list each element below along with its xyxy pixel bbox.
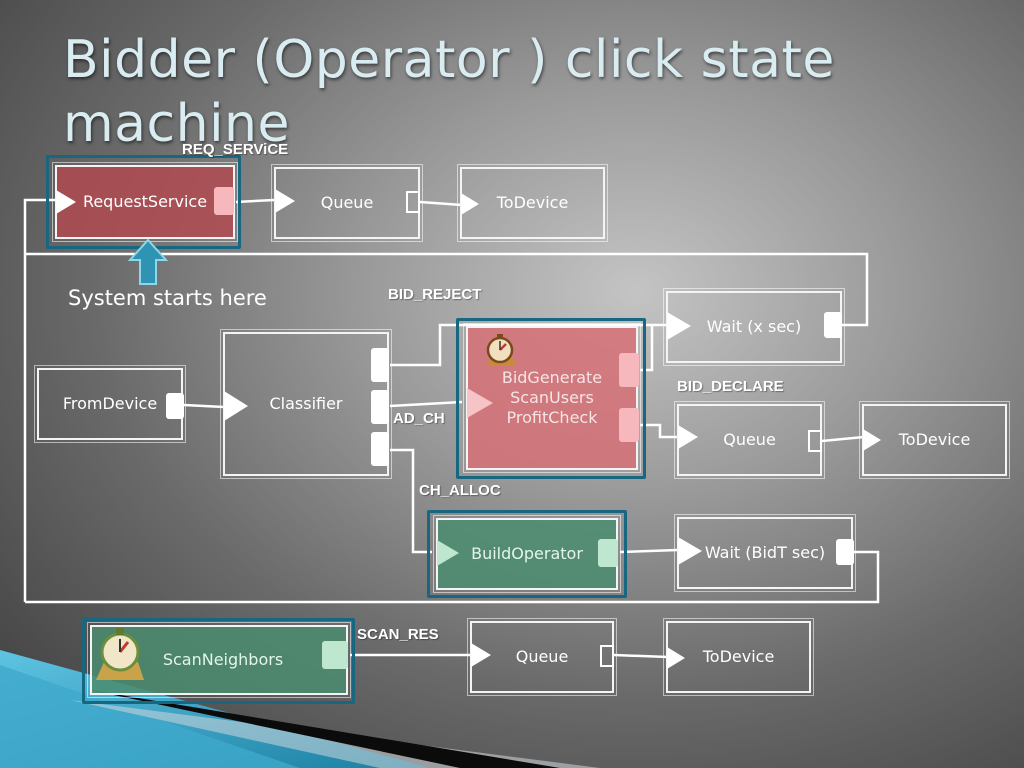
input-port — [461, 193, 479, 215]
node-queue-3: Queue — [467, 618, 617, 696]
stopwatch-icon — [486, 334, 516, 366]
node-from-device: FromDevice — [34, 365, 186, 443]
label-ad-ch: AD_CH — [393, 410, 445, 427]
output-port-declare — [619, 408, 639, 442]
node-label-line-2: ScanUsers — [510, 388, 594, 407]
input-port — [678, 537, 702, 565]
node-todevice-2: ToDevice — [859, 401, 1010, 479]
node-build-operator: BuildOperator — [433, 515, 621, 593]
node-wait-bidt: Wait (BidT sec) — [674, 514, 856, 592]
output-port — [214, 187, 234, 215]
wire-wait-bidt-return — [25, 550, 880, 604]
wire-queue-to-todevice-3 — [613, 653, 669, 659]
label-bid-reject: BID_REJECT — [388, 286, 482, 303]
node-label: ToDevice — [898, 430, 971, 449]
node-label-line-3: ProfitCheck — [506, 408, 598, 427]
node-label: BuildOperator — [471, 544, 583, 563]
node-queue-1: Queue — [271, 164, 423, 242]
node-label: Wait (BidT sec) — [704, 543, 826, 562]
node-label: ScanNeighbors — [162, 650, 284, 669]
output-port — [598, 539, 618, 567]
node-queue-2: Queue — [674, 401, 825, 479]
input-port — [678, 425, 698, 449]
wire-bid-declare — [640, 423, 678, 439]
input-port — [667, 312, 691, 340]
output-port-declare — [371, 390, 389, 424]
wire-queue-to-todevice-1 — [419, 200, 463, 207]
node-request-service: RequestService — [52, 162, 238, 242]
node-label: ToDevice — [496, 193, 569, 212]
output-port — [836, 539, 854, 565]
label-bid-declare: BID_DECLARE — [677, 378, 784, 395]
input-port — [467, 388, 493, 418]
wire-queue-to-todevice-2 — [821, 435, 865, 443]
wire-request-to-queue — [235, 198, 275, 204]
output-port — [406, 191, 420, 213]
input-port — [437, 540, 459, 566]
label-ch-alloc: CH_ALLOC — [419, 482, 501, 499]
node-label: RequestService — [82, 192, 208, 211]
input-port — [275, 189, 295, 213]
system-start-note: System starts here — [68, 286, 267, 310]
node-todevice-1: ToDevice — [457, 164, 608, 242]
node-wait-x: Wait (x sec) — [663, 288, 845, 366]
up-arrow-icon — [128, 238, 168, 285]
output-port — [808, 430, 822, 452]
node-label: ToDevice — [702, 647, 775, 666]
input-port — [863, 429, 881, 451]
wire-bid-reject — [390, 323, 666, 367]
input-port — [471, 643, 491, 667]
input-port — [56, 190, 76, 214]
node-label: Wait (x sec) — [706, 317, 802, 336]
wire-ad-ch — [389, 400, 463, 408]
node-label: Queue — [515, 647, 569, 666]
node-label: FromDevice — [62, 394, 158, 413]
output-port — [824, 312, 842, 338]
node-label: Queue — [723, 430, 776, 449]
node-label-line-1: BidGenerate — [501, 368, 603, 387]
label-scan-res: SCAN_RES — [357, 626, 439, 643]
highlight-frame-build-operator — [427, 510, 627, 598]
input-port — [224, 391, 248, 421]
output-port-reject — [619, 353, 639, 387]
node-todevice-3: ToDevice — [663, 618, 814, 696]
label-req-service: REQ_SERViCE — [182, 141, 289, 158]
wire-feedback-loop-left — [23, 198, 56, 602]
output-port — [322, 641, 348, 669]
wire-feedback-loop-top — [25, 252, 869, 327]
output-port-reject — [371, 348, 389, 382]
node-label: Queue — [320, 193, 374, 212]
wire-ch-alloc — [390, 448, 432, 554]
output-port — [600, 645, 614, 667]
input-port — [667, 647, 685, 669]
output-port-alloc — [371, 432, 389, 466]
wire-buildop-to-wait — [619, 548, 679, 554]
slide-title: Bidder (Operator ) click state machine — [63, 30, 835, 154]
highlight-frame-bid-generate — [456, 318, 646, 479]
stopwatch-icon — [96, 628, 144, 680]
highlight-frame-scan-neighbors — [82, 618, 355, 704]
node-label: Classifier — [269, 394, 343, 413]
wire-fromdevice-to-classifier — [183, 403, 225, 409]
output-port — [166, 393, 184, 419]
